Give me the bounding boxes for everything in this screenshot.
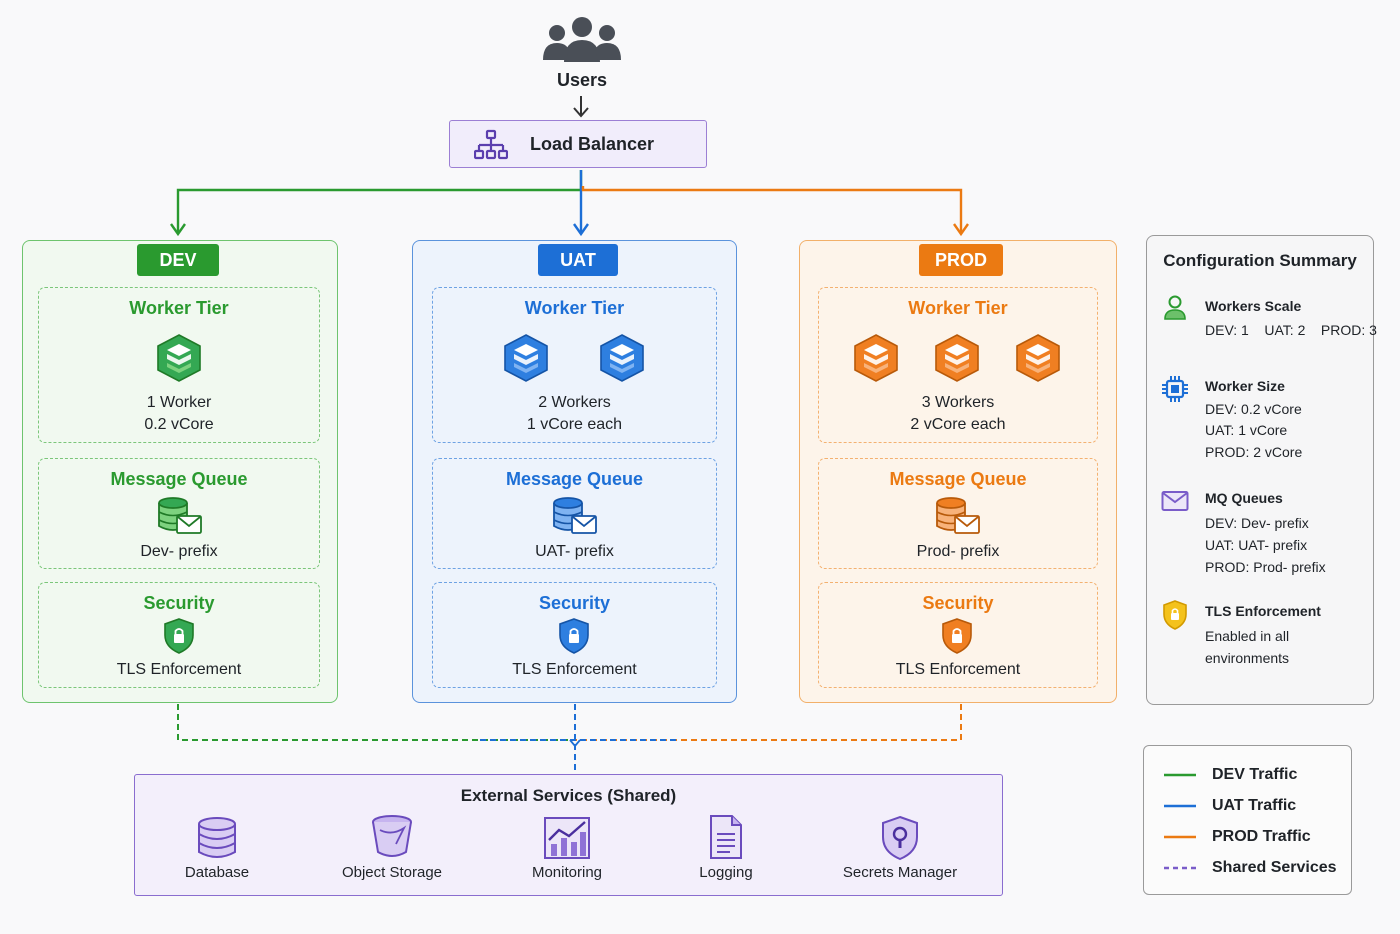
message-queue-prod[interactable]: Message Queue Prod- prefix (818, 458, 1098, 569)
worker-cube-icon (854, 334, 898, 382)
security-detail: TLS Enforcement (116, 661, 242, 678)
shield-key-icon[interactable] (880, 815, 920, 861)
tls-heading: TLS Enforcement (1205, 603, 1321, 619)
shield-lock-icon (164, 618, 194, 654)
message-queue-uat[interactable]: Message Queue UAT- prefix (432, 458, 717, 569)
person-icon (1164, 295, 1186, 320)
legend-swatches (1164, 773, 1196, 870)
security-uat[interactable]: Security TLS Enforcement (432, 582, 717, 688)
message-queue-icon (936, 497, 980, 534)
users-icon (543, 17, 621, 62)
message-queue-icon (158, 497, 202, 534)
service-label-secrets-manager: Secrets Manager (842, 864, 958, 881)
bucket-icon[interactable] (370, 814, 414, 860)
worker-size-uat: UAT: 1 vCore (1205, 422, 1288, 438)
dev-traffic-line (176, 170, 583, 232)
queue-prefix: Dev- prefix (140, 543, 218, 560)
security-detail: TLS Enforcement (512, 661, 637, 678)
worker-cube-icon (600, 334, 644, 382)
summary-title: Configuration Summary (1163, 251, 1357, 270)
legend-label-shared: Shared Services (1212, 859, 1337, 876)
worker-tier-title: Worker Tier (129, 298, 229, 318)
worker-count: 1 Worker (146, 394, 212, 411)
cpu-icon (1162, 376, 1188, 402)
external-services-title: External Services (Shared) (460, 786, 677, 805)
message-queue-icon (553, 497, 597, 534)
env-badge-dev: DEV (137, 244, 219, 276)
worker-count: 3 Workers (921, 394, 995, 411)
worker-size: 1 vCore each (526, 416, 623, 433)
workers-scale-values: DEV: 1 UAT: 2 PROD: 3 (1205, 322, 1377, 338)
worker-cube-icon (157, 334, 201, 382)
worker-size-dev: DEV: 0.2 vCore (1205, 401, 1302, 417)
queue-prefix: Prod- prefix (916, 543, 1000, 560)
queue-prefix: UAT- prefix (535, 543, 614, 560)
security-title: Security (538, 593, 611, 613)
dev-shared-line (177, 704, 575, 741)
message-queue-dev[interactable]: Message Queue Dev- prefix (38, 458, 320, 569)
legend-label-uat: UAT Traffic (1212, 797, 1297, 814)
worker-tier-uat[interactable]: Worker Tier 2 Workers 1 vCore each (432, 287, 717, 443)
tls-line-2: environments (1205, 650, 1290, 666)
service-label-monitoring: Monitoring (531, 864, 603, 881)
tls-line-1: Enabled in all (1205, 628, 1290, 644)
shield-lock-icon (942, 618, 972, 654)
network-hierarchy-icon (474, 129, 508, 160)
message-queue-title: Message Queue (889, 469, 1027, 489)
worker-size: 0.2 vCore (144, 416, 214, 433)
security-title: Security (922, 593, 994, 613)
chart-icon[interactable] (543, 816, 591, 860)
shield-lock-icon (559, 618, 589, 654)
security-prod[interactable]: Security TLS Enforcement (818, 582, 1098, 688)
mq-prod: PROD: Prod- prefix (1205, 559, 1326, 575)
worker-tier-prod[interactable]: Worker Tier 3 Workers 2 vCore each (818, 287, 1098, 443)
worker-tier-dev[interactable]: Worker Tier 1 Worker 0.2 vCore (38, 287, 320, 443)
legend-label-dev: DEV Traffic (1212, 766, 1298, 783)
mail-icon (1161, 491, 1189, 511)
message-queue-title: Message Queue (110, 469, 248, 489)
worker-cube-icon (504, 334, 548, 382)
service-label-database: Database (184, 864, 250, 881)
mq-uat: UAT: UAT- prefix (1205, 537, 1308, 553)
worker-size-prod: PROD: 2 vCore (1205, 444, 1303, 460)
load-balancer-label: Load Balancer (530, 134, 655, 154)
mq-queues-heading: MQ Queues (1205, 490, 1283, 506)
service-label-object-storage: Object Storage (341, 864, 443, 881)
security-title: Security (143, 593, 215, 613)
database-icon[interactable] (196, 816, 238, 860)
worker-cube-icon (935, 334, 979, 382)
env-badge-prod: PROD (919, 244, 1003, 276)
env-badge-uat: UAT (538, 244, 618, 276)
security-dev[interactable]: Security TLS Enforcement (38, 582, 320, 688)
shield-lock-icon (1163, 600, 1187, 630)
message-queue-title: Message Queue (505, 469, 644, 489)
prod-traffic-line (581, 186, 963, 232)
users-label: Users (556, 70, 608, 90)
service-label-logging: Logging (699, 864, 753, 881)
worker-size-heading: Worker Size (1205, 378, 1285, 394)
workers-scale-heading: Workers Scale (1205, 298, 1302, 314)
legend-label-prod: PROD Traffic (1212, 828, 1311, 845)
prod-shared-line (575, 704, 962, 741)
worker-size: 2 vCore each (910, 416, 1006, 433)
worker-cube-icon (1016, 334, 1060, 382)
security-detail: TLS Enforcement (895, 661, 1021, 678)
document-icon[interactable] (708, 814, 744, 860)
worker-tier-title: Worker Tier (524, 298, 625, 318)
mq-dev: DEV: Dev- prefix (1205, 515, 1309, 531)
worker-count: 2 Workers (538, 394, 611, 411)
legend-panel (1143, 745, 1352, 895)
worker-tier-title: Worker Tier (908, 298, 1008, 318)
